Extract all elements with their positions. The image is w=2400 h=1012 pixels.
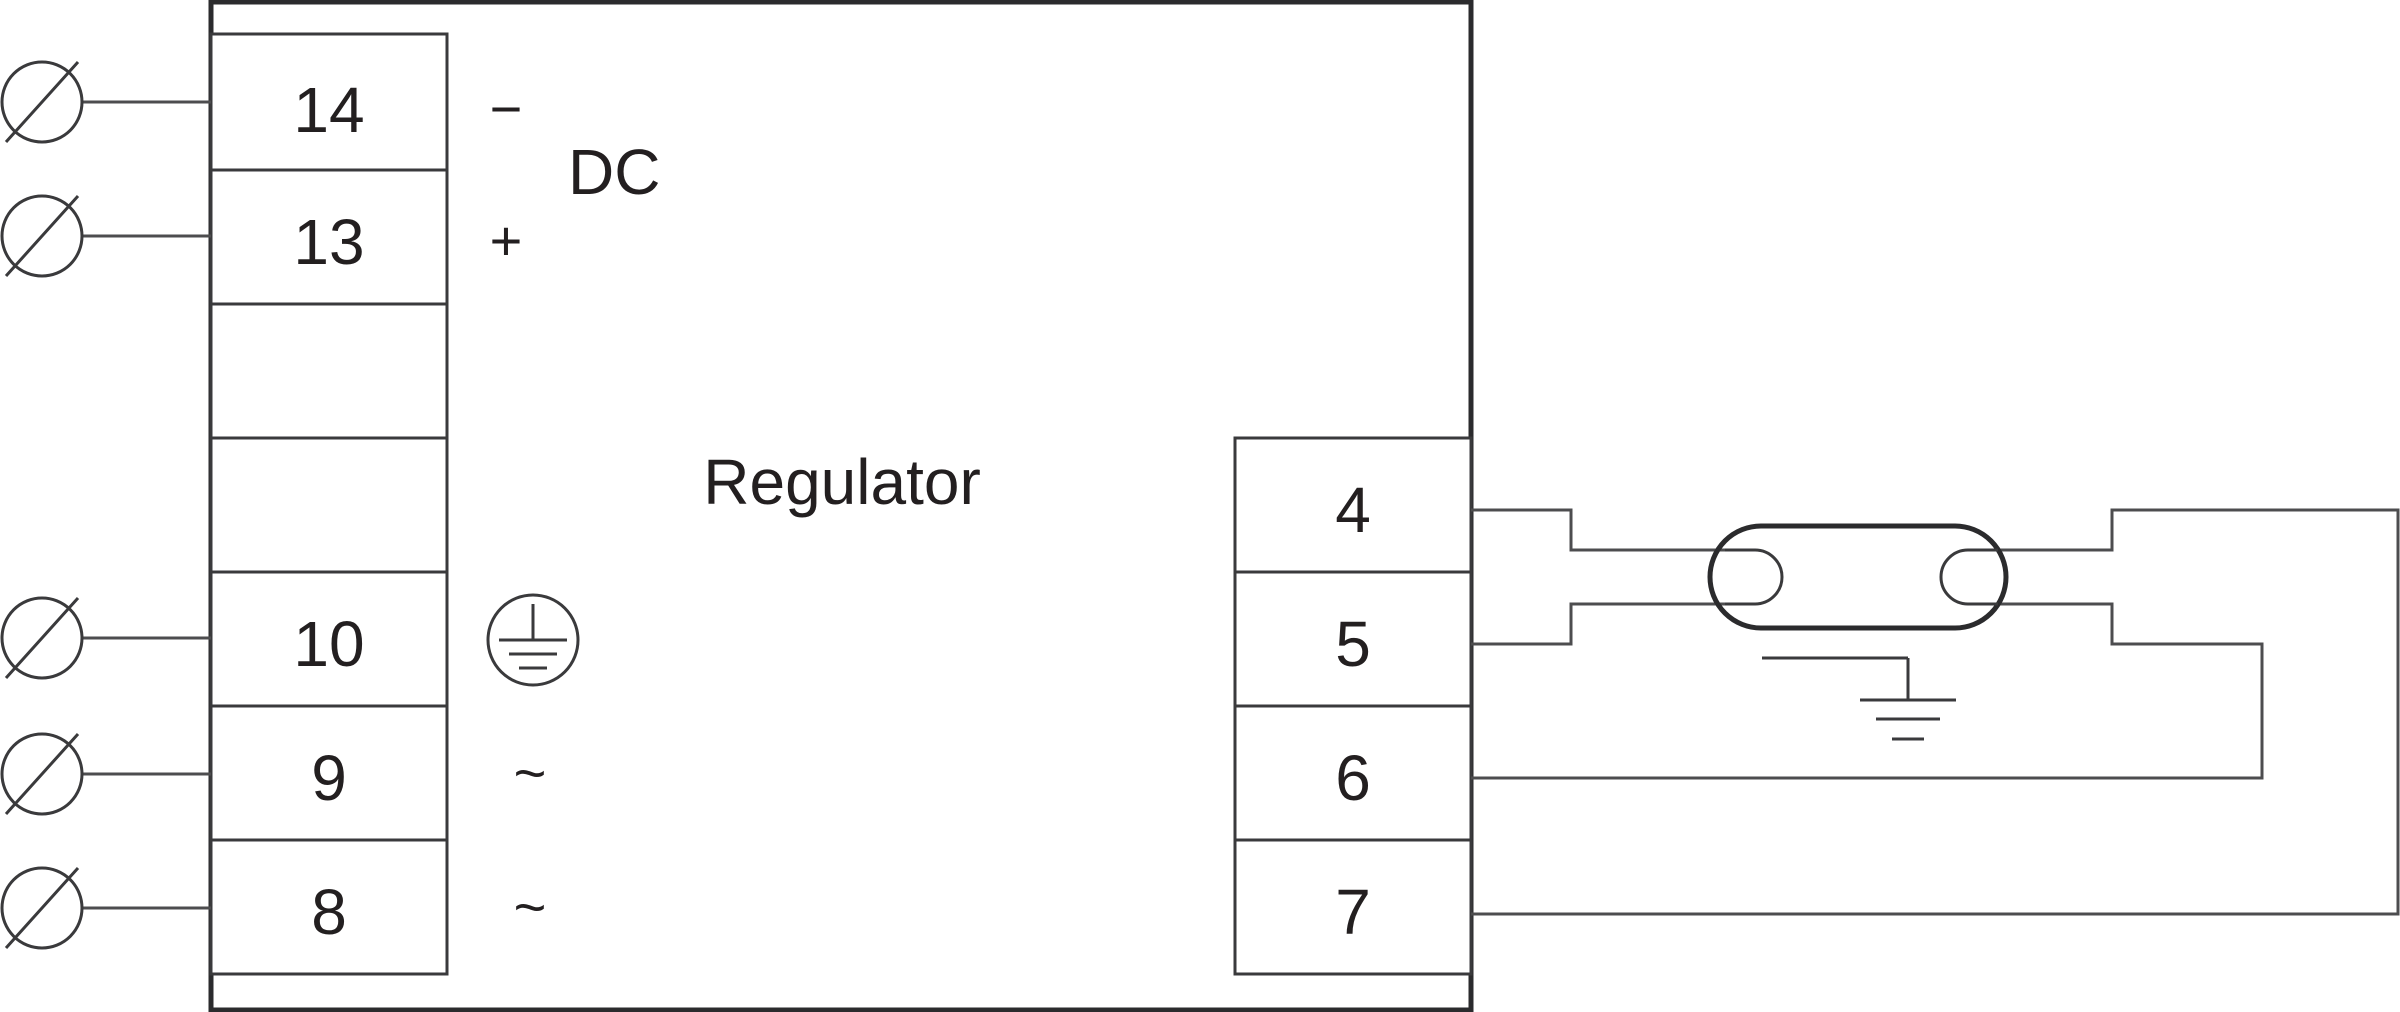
screw-connector-icon [0, 866, 84, 950]
connector-13 [0, 194, 211, 278]
screw-connector-icon [0, 596, 84, 680]
right-terminal-5: 5 [1233, 570, 1473, 708]
left-terminal-10: 10 [209, 570, 449, 708]
terminal-number-8: 8 [311, 876, 347, 948]
wire-terminal-7 [1471, 508, 2400, 916]
regulator-label: Regulator [703, 446, 981, 518]
terminal-number-13: 13 [293, 206, 364, 278]
dc-plus-sign: + [490, 209, 523, 272]
dc-minus-sign: − [490, 77, 523, 140]
ac-tilde-9: ~ [514, 741, 547, 804]
terminal-number-14: 14 [293, 74, 364, 146]
left-terminal-14: 14 [209, 32, 449, 172]
connector-10 [0, 596, 211, 680]
screw-connector-icon [0, 60, 84, 144]
connector-9 [0, 732, 211, 816]
left-terminal-11 [209, 436, 449, 574]
terminal-number-10: 10 [293, 608, 364, 680]
left-terminal-9: 9 [209, 704, 449, 842]
connector-14 [0, 60, 211, 144]
dc-label: DC [568, 136, 660, 208]
left-terminal-8: 8 [209, 838, 449, 976]
screw-connector-icon [0, 194, 84, 278]
screw-connector-icon [0, 732, 84, 816]
lamp-tube-icon [1707, 523, 2009, 631]
connector-8 [0, 866, 211, 950]
protective-earth-icon [486, 593, 580, 687]
left-terminal-13: 13 [209, 168, 449, 306]
ground-icon [1762, 656, 1956, 741]
wire-terminal-4 [1471, 508, 1725, 552]
terminal-number-5: 5 [1335, 608, 1371, 680]
right-terminal-6: 6 [1233, 704, 1473, 842]
left-terminal-12 [209, 302, 449, 440]
terminal-number-4: 4 [1335, 474, 1371, 546]
right-terminal-7: 7 [1233, 838, 1473, 976]
terminal-number-9: 9 [311, 742, 347, 814]
ac-tilde-8: ~ [514, 875, 547, 938]
terminal-number-7: 7 [1335, 876, 1371, 948]
right-terminal-4: 4 [1233, 436, 1473, 574]
wire-terminal-5 [1471, 602, 1725, 646]
wire-terminal-6 [1471, 602, 2264, 780]
terminal-number-6: 6 [1335, 742, 1371, 814]
